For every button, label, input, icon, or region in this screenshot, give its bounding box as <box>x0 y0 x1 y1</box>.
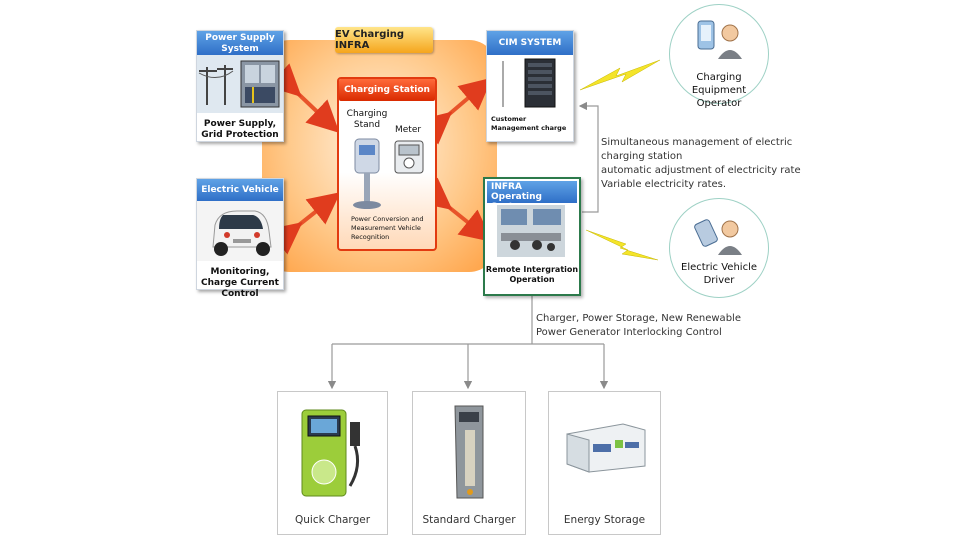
quick-charger-icon <box>301 409 360 497</box>
lightning-operator <box>579 59 661 91</box>
power-grid-icon <box>197 55 283 113</box>
ev-infra-title: EV Charging INFRA <box>335 27 433 53</box>
management-note: Simultaneous management of electric char… <box>601 137 801 190</box>
infra-operating-caption: Remote Intergration Operation <box>485 265 579 284</box>
driver-circle: Electric Vehicle Driver <box>669 198 769 298</box>
charging-stand-icon <box>353 138 381 209</box>
electric-car-icon <box>197 201 283 261</box>
operator-label: Charging Equipment Operator <box>691 72 747 109</box>
cim-system-card: CIM SYSTEM Customer Management charge <box>486 30 574 142</box>
electric-vehicle-caption: Monitoring, Charge Current Control <box>201 267 279 299</box>
arrow-power-station <box>267 63 340 134</box>
arrow-station-infra <box>417 177 493 242</box>
power-supply-title: Power Supply System <box>197 31 283 55</box>
arrow-ev-station <box>267 192 341 255</box>
infra-operating-title: INFRA Operating System <box>487 181 577 212</box>
quick-charger-label: Quick Charger <box>294 514 371 526</box>
lightning-driver <box>585 229 659 261</box>
control-room-icon <box>497 205 565 257</box>
electric-vehicle-title: Electric Vehicle <box>197 179 283 201</box>
charging-station-panel: Charging Station Charging Stand Meter Po… <box>337 77 437 251</box>
management-bracket <box>578 101 599 213</box>
arrow-station-cim <box>417 77 493 145</box>
charging-station-title: Charging Station <box>339 79 435 101</box>
operator-circle: Charging Equipment Operator <box>669 4 769 109</box>
electric-vehicle-card: Electric Vehicle Monitoring, Charge Curr… <box>196 178 284 299</box>
power-supply-card: Power Supply System Power Supply, Grid P… <box>196 30 284 142</box>
interlock-note: Charger, Power Storage, New Renewable Po… <box>536 313 741 338</box>
product-standard-charger: Standard Charger <box>412 391 526 535</box>
infra-operating-card: INFRA Operating System Remote Intergrati… <box>483 177 581 296</box>
meter-icon <box>394 140 424 174</box>
driver-phone-person-icon <box>694 219 742 255</box>
driver-label: Electric Vehicle Driver <box>681 262 757 286</box>
cim-system-caption: Customer Management charge <box>491 115 567 132</box>
standard-charger-label: Standard Charger <box>422 514 516 526</box>
operator-phone-person-icon <box>697 20 742 59</box>
power-supply-caption: Power Supply, Grid Protection <box>201 119 279 140</box>
energy-storage-icon <box>566 423 646 473</box>
charging-stand-label: Charging Stand <box>346 109 388 130</box>
product-energy-storage: Energy Storage <box>548 391 661 535</box>
cim-system-title: CIM SYSTEM <box>487 31 573 55</box>
server-rack-icon <box>502 58 556 108</box>
product-quick-charger: Quick Charger <box>277 391 388 535</box>
charging-station-functions: Power Conversion and Measurement Vehicle… <box>351 215 424 241</box>
energy-storage-label: Energy Storage <box>563 514 646 526</box>
standard-charger-icon <box>454 405 484 499</box>
meter-label: Meter <box>395 125 422 135</box>
